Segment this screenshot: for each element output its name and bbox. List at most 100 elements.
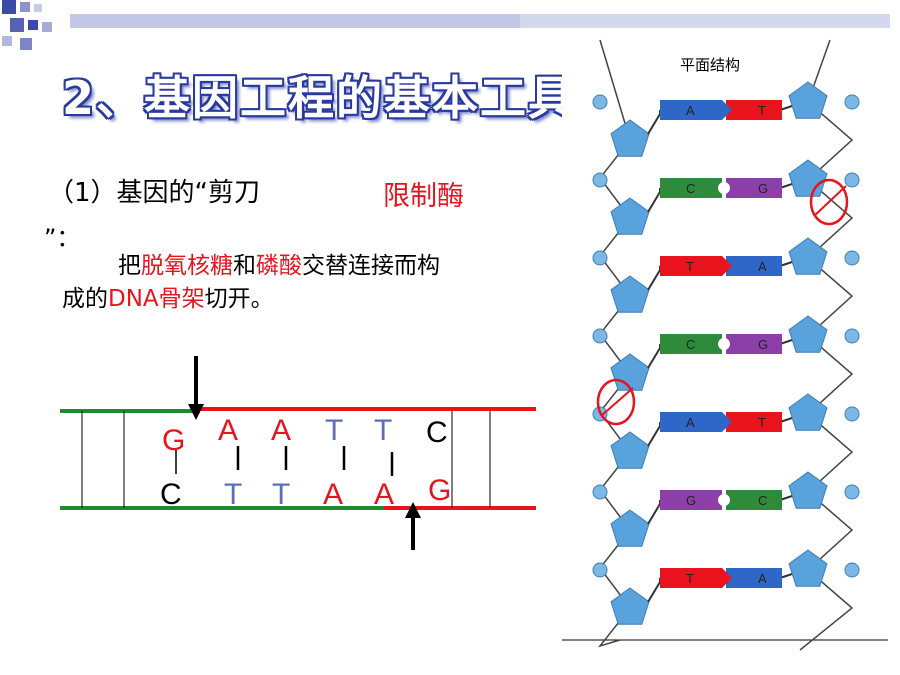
dna-backbone-term: DNA骨架 bbox=[108, 286, 205, 312]
phosphate-left bbox=[592, 172, 608, 188]
base-letter-right: A bbox=[758, 571, 767, 586]
base-left-G bbox=[660, 490, 722, 510]
base-join bbox=[718, 338, 730, 350]
top-base-3: A bbox=[271, 414, 292, 447]
left-backbone bbox=[597, 39, 631, 648]
cut-mark-right bbox=[813, 185, 847, 217]
phosphate-right bbox=[844, 406, 860, 422]
heading-suffix: ”： bbox=[44, 224, 81, 252]
phosphate-left bbox=[592, 94, 608, 110]
phosphate-term: 磷酸 bbox=[256, 253, 302, 279]
bottom-base-6: G bbox=[428, 474, 452, 507]
bottom-base-2: T bbox=[224, 478, 243, 511]
phosphate-right bbox=[844, 172, 860, 188]
desc-text: 切开。 bbox=[204, 286, 274, 312]
top-base-5: T bbox=[374, 414, 393, 447]
base-right-G bbox=[726, 334, 782, 354]
base-left-A bbox=[660, 100, 722, 120]
phosphate-right bbox=[844, 250, 860, 266]
base-left-T bbox=[660, 568, 722, 588]
base-right-G bbox=[726, 178, 782, 198]
base-link-left bbox=[647, 503, 661, 525]
base-letter-left: G bbox=[686, 493, 696, 508]
top-base-4: T bbox=[325, 414, 344, 447]
base-letter-right: T bbox=[758, 415, 766, 430]
base-letter-right: T bbox=[758, 103, 766, 118]
section-heading: （1）基因的“剪刀 bbox=[48, 172, 260, 209]
base-right-T bbox=[726, 412, 782, 432]
base-join bbox=[722, 256, 732, 276]
phosphate-right bbox=[844, 94, 860, 110]
desc-text: 把 bbox=[118, 253, 141, 279]
base-right-T bbox=[726, 100, 782, 120]
base-letter-left: A bbox=[686, 103, 695, 118]
base-join bbox=[722, 412, 732, 432]
bottom-base-3: T bbox=[272, 478, 291, 511]
base-link-left bbox=[647, 425, 661, 447]
page-title: 2、基因工程的基本工具 bbox=[62, 71, 577, 125]
sugar-left bbox=[610, 275, 650, 313]
desc-text: 交替连接而构 bbox=[302, 253, 440, 279]
base-link-left bbox=[647, 113, 661, 135]
base-link-left bbox=[647, 581, 661, 603]
bottom-base-4: A bbox=[323, 478, 344, 511]
base-letter-left: A bbox=[686, 415, 695, 430]
bottom-base-1: C bbox=[160, 478, 182, 511]
phosphate-right bbox=[844, 562, 860, 578]
top-base-1: G bbox=[162, 424, 186, 457]
base-link-left bbox=[647, 269, 661, 291]
base-left-A bbox=[660, 412, 722, 432]
top-base-2: A bbox=[218, 414, 239, 447]
phosphate-left bbox=[592, 562, 608, 578]
phosphate-left bbox=[592, 484, 608, 500]
base-join bbox=[718, 494, 730, 506]
base-letter-right: A bbox=[758, 259, 767, 274]
sugar-left bbox=[610, 197, 650, 235]
top-cut-arrow bbox=[188, 356, 204, 420]
base-letter-right: C bbox=[758, 493, 767, 508]
base-left-C bbox=[660, 178, 722, 198]
sugar-right bbox=[788, 81, 828, 119]
base-link-left bbox=[647, 191, 661, 213]
sugar-right bbox=[788, 549, 828, 587]
desc-text: 和 bbox=[233, 253, 256, 279]
phosphate-right bbox=[844, 484, 860, 500]
sugar-left bbox=[610, 119, 650, 157]
base-join bbox=[718, 182, 730, 194]
sugar-right bbox=[788, 315, 828, 353]
enzyme-name: 限制酶 bbox=[383, 181, 464, 212]
sugar-left bbox=[610, 509, 650, 547]
sugar-right bbox=[788, 471, 828, 509]
description: 把脱氧核糖和磷酸交替连接而构 成的DNA骨架切开。 bbox=[62, 250, 552, 316]
desc-text: 成的 bbox=[62, 286, 108, 312]
base-right-A bbox=[726, 568, 782, 588]
base-right-A bbox=[726, 256, 782, 276]
phosphate-left bbox=[592, 328, 608, 344]
base-left-T bbox=[660, 256, 722, 276]
sugar-right bbox=[788, 237, 828, 275]
bottom-cut-arrow bbox=[405, 502, 421, 550]
heading-prefix: （1）基因的“剪刀 bbox=[48, 178, 261, 208]
base-link-left bbox=[647, 347, 661, 369]
base-letter-left: T bbox=[686, 259, 694, 274]
base-letter-left: T bbox=[686, 571, 694, 586]
base-letter-left: C bbox=[686, 181, 695, 196]
cut-mark-right bbox=[809, 178, 849, 226]
deoxyribose-term: 脱氧核糖 bbox=[141, 253, 233, 279]
base-join bbox=[722, 100, 732, 120]
corner-decoration bbox=[2, 0, 890, 50]
base-left-C bbox=[660, 334, 722, 354]
phosphate-right bbox=[844, 328, 860, 344]
bottom-base-5: A bbox=[374, 478, 395, 511]
base-letter-right: G bbox=[758, 337, 768, 352]
cut-mark-left bbox=[596, 378, 636, 426]
base-right-C bbox=[726, 490, 782, 510]
sugar-right bbox=[788, 159, 828, 197]
cut-mark-left bbox=[600, 387, 634, 417]
right-backbone bbox=[799, 39, 854, 651]
base-letter-right: G bbox=[758, 181, 768, 196]
sugar-right bbox=[788, 393, 828, 431]
base-join bbox=[722, 568, 732, 588]
